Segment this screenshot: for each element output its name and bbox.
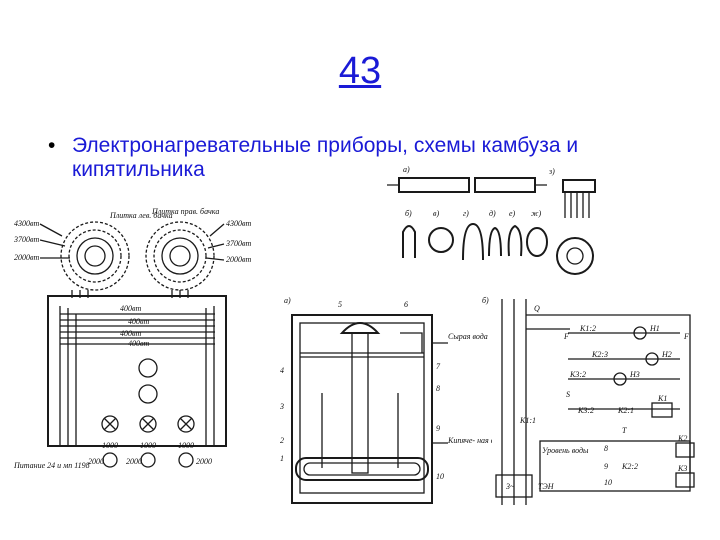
center-power-2: 400вт bbox=[128, 317, 149, 326]
circuit-label: К2:3 bbox=[591, 350, 608, 359]
dial-value: 2000 bbox=[196, 457, 212, 466]
right-plate-label: Плитка прав. бачка bbox=[151, 207, 219, 216]
control-circuit-figure: б) Q F F К1:2 Н1 К2:3 Н2 К3:2 Н3 S К3:2 … bbox=[482, 296, 695, 505]
circuit-label: Н1 bbox=[649, 324, 660, 333]
part-number: 1 bbox=[280, 454, 284, 463]
lamp-circle bbox=[645, 352, 659, 366]
left-heating-plate bbox=[60, 221, 130, 291]
circuit-label: К1:2 bbox=[579, 324, 596, 333]
center-power-3: 400вт bbox=[120, 329, 141, 338]
heater-label-zh: ж) bbox=[531, 209, 541, 218]
right-power-3: 2000вт bbox=[226, 255, 251, 264]
boiler-title: а) bbox=[284, 296, 291, 305]
circuit-label: К2:1 bbox=[617, 406, 634, 415]
heater-label-z: з) bbox=[548, 167, 555, 176]
part-number: 4 bbox=[280, 366, 284, 375]
left-power-2: 3700вт bbox=[13, 235, 39, 244]
dial-value: 1000 bbox=[102, 441, 118, 450]
circuit-label: К3:2 bbox=[577, 406, 594, 415]
relay-coil bbox=[675, 472, 695, 488]
part-number: 10 bbox=[436, 472, 444, 481]
switch-circle bbox=[139, 415, 157, 433]
raw-water-label: Сырая вода bbox=[448, 332, 488, 341]
dial-value: 2000 bbox=[126, 457, 142, 466]
left-plate-label: Плитка лев. бачка bbox=[109, 211, 173, 220]
part-number: 9 bbox=[436, 424, 440, 433]
relay-coil bbox=[675, 442, 695, 458]
switch-circle bbox=[177, 415, 195, 433]
circuit-label: Уровень воды bbox=[542, 446, 589, 455]
heater-label-a: а) bbox=[403, 165, 410, 174]
circuit-label: F bbox=[683, 332, 689, 341]
left-power-3: 2000вт bbox=[14, 253, 39, 262]
circuit-label: К3:2 bbox=[569, 370, 586, 379]
relay-coil bbox=[651, 402, 673, 418]
lamp-circle bbox=[633, 326, 647, 340]
circuit-label: К2:2 bbox=[621, 462, 638, 471]
circuit-label: К1 bbox=[657, 394, 667, 403]
right-power-1: 4300вт bbox=[226, 219, 251, 228]
circuit-label: 9 bbox=[604, 462, 608, 471]
dial bbox=[178, 452, 194, 468]
dial bbox=[140, 452, 156, 468]
circuit-label: 10 bbox=[604, 478, 612, 487]
circuit-label: Н2 bbox=[661, 350, 672, 359]
heater-label-b: б) bbox=[405, 209, 412, 218]
part-number: 7 bbox=[436, 362, 441, 371]
part-number: 3 bbox=[279, 402, 284, 411]
heater-label-g: г) bbox=[463, 209, 469, 218]
part-number: 6 bbox=[404, 300, 408, 309]
circuit-label: К3 bbox=[677, 464, 687, 473]
circuit-label: 3~ bbox=[505, 482, 515, 491]
supply-label: Питание 24 и мп 1198 bbox=[13, 461, 90, 470]
dial-value: 1000 bbox=[178, 441, 194, 450]
bullet-dot: • bbox=[48, 134, 56, 157]
heater-box bbox=[495, 474, 533, 498]
switch-circle bbox=[138, 384, 158, 404]
dial-value: 2000 bbox=[88, 457, 104, 466]
lamp-circle bbox=[613, 372, 627, 386]
left-power-1: 4300вт bbox=[14, 219, 39, 228]
part-number: 5 bbox=[338, 300, 342, 309]
circuit-label: F bbox=[563, 332, 569, 341]
heater-label-e: е) bbox=[509, 209, 516, 218]
heater-elements-figure: а) з) б) в) г) д) е) ж) bbox=[387, 165, 596, 275]
heater-label-d: д) bbox=[489, 209, 496, 218]
bullet-text: Электронагревательные приборы, схемы кам… bbox=[72, 134, 579, 181]
slide-number[interactable]: 43 bbox=[338, 50, 382, 92]
circuit-label: К1:1 bbox=[519, 416, 536, 425]
circuit-label: Н3 bbox=[629, 370, 640, 379]
dial bbox=[102, 452, 118, 468]
center-power-1: 400вт bbox=[120, 304, 141, 313]
circuit-label: ТЭН bbox=[538, 482, 555, 491]
part-number: 8 bbox=[436, 384, 440, 393]
part-number: 2 bbox=[280, 436, 284, 445]
right-heating-plate bbox=[145, 221, 215, 291]
circuit-label: К2 bbox=[677, 434, 687, 443]
circuit-label: 8 bbox=[604, 444, 608, 453]
circuit-label: S bbox=[566, 390, 570, 399]
center-power-4: 400вт bbox=[128, 339, 149, 348]
right-power-2: 3700вт bbox=[225, 239, 251, 248]
bullet-list: • Электронагревательные приборы, схемы к… bbox=[48, 134, 688, 182]
circuit-label: Т bbox=[622, 426, 627, 435]
dial-value: 1000 bbox=[140, 441, 156, 450]
boiler-section-figure: а) 5 6 4 3 2 1 Сырая вода 7 8 9 Кипяче- … bbox=[279, 296, 492, 504]
switch-circle bbox=[138, 358, 158, 378]
switch-circle bbox=[101, 415, 119, 433]
stove-wiring-figure: Плитка лев. бачка Плитка прав. бачка 430… bbox=[13, 207, 251, 470]
bullet-item: • Электронагревательные приборы, схемы к… bbox=[48, 134, 688, 182]
boiled-water-label: Кипяче- ная вода bbox=[447, 436, 492, 445]
circuit-title: б) bbox=[482, 296, 489, 305]
circuit-label: Q bbox=[534, 304, 540, 313]
heater-label-v: в) bbox=[433, 209, 439, 218]
